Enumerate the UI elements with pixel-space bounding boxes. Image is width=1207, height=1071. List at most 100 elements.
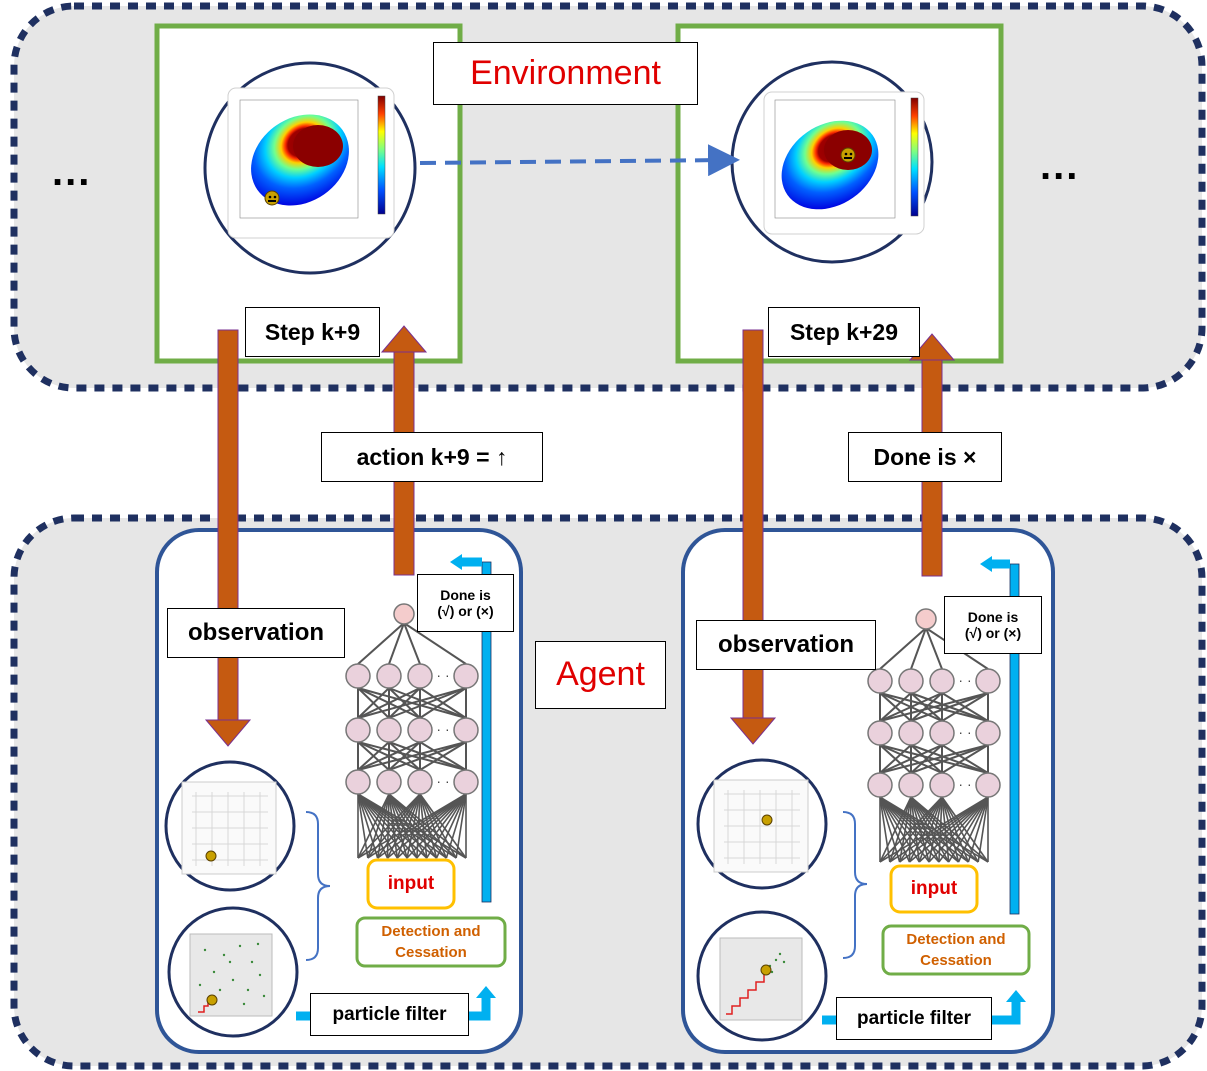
input-label-left: input	[387, 873, 435, 894]
detection-label-right: Detection and Cessation	[883, 926, 1029, 974]
nn-connection	[357, 793, 390, 859]
nn-connection	[416, 793, 467, 859]
nn-neuron	[345, 769, 371, 795]
input-label-right: input	[910, 878, 958, 899]
nn-connection	[435, 793, 467, 859]
done-choice-line1: Done is	[440, 586, 491, 603]
nn-neuron	[345, 717, 371, 743]
step-label-left: Step k+9	[245, 307, 380, 357]
nn-connection	[445, 793, 467, 859]
nn-connection	[879, 744, 912, 774]
nn-connection	[357, 741, 390, 771]
nn-connection	[879, 627, 927, 670]
nn-neuron	[975, 720, 1001, 746]
step-label-right: Step k+29	[768, 307, 920, 357]
nn-connection	[367, 793, 467, 859]
nn-output-neuron	[393, 603, 415, 625]
brace-left	[305, 811, 331, 961]
nn-neuron	[345, 663, 371, 689]
nn-neuron	[407, 717, 433, 743]
agent-label: Agent	[535, 641, 666, 709]
nn-neuron	[867, 668, 893, 694]
nn-output-neuron	[915, 608, 937, 630]
nn-connection	[925, 627, 943, 670]
nn-connection	[879, 692, 912, 722]
nn-neuron	[453, 769, 479, 795]
nn-connection	[388, 687, 467, 719]
nn-connection	[403, 622, 421, 665]
nn-connection	[910, 692, 943, 722]
nn-connection	[357, 687, 390, 719]
nn-connection	[910, 744, 943, 774]
nn-neuron	[898, 772, 924, 798]
ellipsis-right: ...	[1040, 144, 1080, 188]
detection-box-left	[355, 916, 507, 968]
nn-connection	[357, 741, 467, 771]
nn-connection	[941, 744, 989, 774]
nn-connection	[388, 622, 405, 665]
nn-neuron	[867, 720, 893, 746]
nn-neuron	[376, 769, 402, 795]
observation-label-right: observation	[696, 620, 876, 670]
environment-label: Environment	[433, 42, 698, 105]
neural-network-right: · · · · · ·	[867, 608, 1001, 863]
nn-connection	[889, 796, 912, 863]
detection-line1: Detection and	[381, 923, 481, 940]
nn-connection	[406, 793, 467, 859]
detection-line2: Cessation	[395, 944, 467, 961]
nn-neuron	[929, 668, 955, 694]
transition-arrow	[419, 144, 740, 177]
input-box-right	[889, 864, 979, 914]
nn-neuron	[453, 663, 479, 689]
nn-connection	[879, 796, 989, 863]
robot-icon	[264, 190, 280, 206]
nn-connection	[388, 687, 421, 719]
nn-connection	[899, 796, 989, 863]
nn-connection	[948, 796, 989, 863]
nn-connection	[879, 692, 989, 722]
nn-neuron	[898, 720, 924, 746]
done-choice-line1: Done is	[967, 608, 1019, 625]
nn-connection	[357, 793, 467, 859]
nn-connection	[357, 622, 405, 665]
ellipsis-left: ...	[52, 150, 92, 194]
particle-observation-right	[696, 910, 828, 1042]
nn-connection	[879, 796, 891, 863]
detection-line2: Cessation	[920, 952, 992, 969]
nn-connection	[357, 687, 467, 719]
nn-ellipsis: · ·	[958, 724, 971, 740]
nn-connection	[367, 793, 390, 859]
nn-ellipsis: · ·	[436, 773, 449, 789]
nn-connection	[455, 793, 467, 859]
nn-connection	[879, 796, 943, 863]
nn-connection	[910, 627, 927, 670]
input-box-left	[366, 858, 456, 910]
nn-ellipsis: · ·	[436, 667, 449, 683]
done-choice-label-right: Done is (√) or (×)	[944, 596, 1042, 654]
nn-connection	[928, 796, 989, 863]
done-choice-line2: (√) or (×)	[437, 603, 494, 619]
nn-connection	[357, 687, 421, 719]
done-choice-line2: (√) or (×)	[964, 625, 1022, 641]
nn-connection	[941, 692, 989, 722]
nn-connection	[357, 793, 369, 859]
nn-ellipsis: · ·	[958, 776, 971, 792]
grid-observation-left	[164, 760, 296, 892]
nn-connection	[426, 793, 467, 859]
nn-neuron	[898, 668, 924, 694]
grid-observation-right	[696, 758, 828, 890]
nn-connection	[879, 692, 943, 722]
brace-right	[842, 811, 868, 959]
nn-connection	[938, 796, 989, 863]
nn-connection	[908, 796, 989, 863]
heatmap-left	[203, 61, 417, 275]
heatmap-right	[730, 60, 934, 264]
nn-neuron	[975, 668, 1001, 694]
nn-connection	[377, 793, 467, 859]
nn-connection	[977, 796, 989, 863]
nn-neuron	[867, 772, 893, 798]
nn-connection	[357, 741, 421, 771]
nn-connection	[910, 744, 989, 774]
nn-connection	[889, 796, 989, 863]
nn-ellipsis: · ·	[958, 672, 971, 688]
